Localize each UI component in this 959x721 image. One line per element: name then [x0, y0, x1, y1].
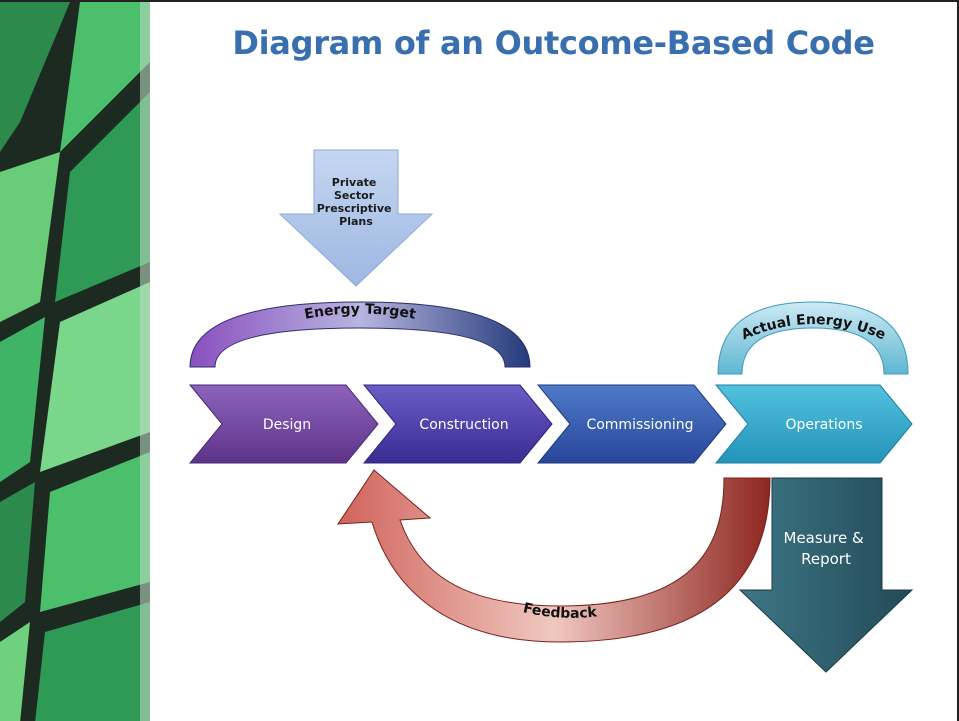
measure-report-arrow: Measure & Report [738, 477, 914, 673]
stage-operations [714, 384, 913, 464]
svg-text:Measure & Report: Measure & Report [784, 529, 869, 568]
prescriptive-plans-line: Plans [339, 215, 373, 228]
prescriptive-plans-line: Sector [334, 189, 375, 202]
actual-energy-use-arc: Actual Energy Use [717, 301, 909, 375]
stage-operations-label: Operations [786, 417, 863, 433]
stage-construction [362, 384, 553, 464]
measure-report-line: Measure & [784, 529, 865, 547]
prescriptive-plans-line: Prescriptive [317, 202, 392, 215]
stage-commissioning-label: Commissioning [586, 417, 693, 433]
svg-text:Energy Target: Energy Target [303, 301, 417, 322]
stage-chevrons: Design Construction Commissioning Operat… [188, 384, 913, 464]
stage-commissioning [536, 384, 727, 464]
energy-target-arc: Energy Target [189, 301, 531, 368]
measure-report-line: Report [801, 550, 851, 568]
stage-construction-label: Construction [419, 417, 508, 433]
stage-design-label: Design [263, 417, 311, 433]
decorative-sidebar [0, 2, 150, 721]
prescriptive-plans-line: Private [332, 176, 377, 189]
svg-text:Private Sector: Private Sector Prescriptive Plans [317, 176, 396, 228]
energy-target-label: Energy Target [303, 301, 417, 322]
page-title: Diagram of an Outcome-Based Code [232, 24, 875, 62]
feedback-arrow: Feedback [337, 469, 771, 643]
prescriptive-plans-arrow: Private Sector Prescriptive Plans [278, 149, 434, 287]
stage-design [188, 384, 379, 464]
